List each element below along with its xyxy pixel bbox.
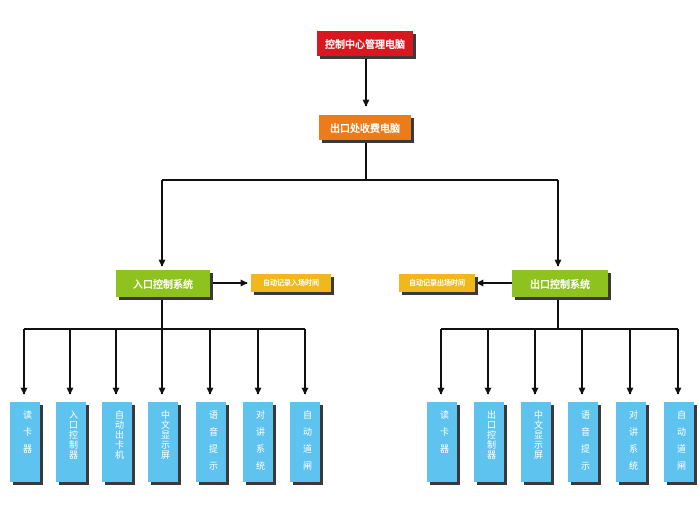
device-label: 读卡器 (20, 410, 31, 461)
exit-time-note-box: 自动记录出场时间 (399, 274, 475, 292)
left-device-box: 语音提示 (196, 402, 226, 482)
entry-control-system-box: 入口控制系统 (116, 270, 210, 297)
exit-fee-computer-box: 出口处收费电脑 (319, 115, 411, 140)
left-device-box: 自动道闸 (290, 402, 320, 482)
device-label: 自动道闸 (300, 410, 311, 478)
entry-time-note-box: 自动记录入场时间 (251, 274, 331, 292)
device-label: 入口控制器 (66, 410, 77, 460)
left-device-box: 入口控制器 (56, 402, 86, 482)
exit-control-system-box: 出口控制系统 (512, 270, 608, 297)
right-device-box: 中文显示屏 (521, 402, 551, 482)
right-device-box: 自动道闸 (664, 402, 694, 482)
device-label: 读卡器 (437, 410, 448, 461)
device-label: 出口控制器 (484, 410, 495, 460)
left-device-box: 中文显示屏 (148, 402, 178, 482)
right-device-box: 出口控制器 (474, 402, 504, 482)
right-device-box: 读卡器 (427, 402, 457, 482)
device-label: 语音提示 (578, 410, 589, 478)
left-device-box: 自动出卡机 (102, 402, 132, 482)
control-center-computer-box: 控制中心管理电脑 (317, 31, 413, 56)
left-device-box: 对讲系统 (243, 402, 273, 482)
device-label: 语音提示 (206, 410, 217, 478)
right-device-box: 对讲系统 (616, 402, 646, 482)
device-label: 自动出卡机 (112, 410, 123, 460)
device-label: 中文显示屏 (158, 410, 169, 460)
right-device-box: 语音提示 (568, 402, 598, 482)
left-device-box: 读卡器 (10, 402, 40, 482)
device-label: 自动道闸 (674, 410, 685, 478)
device-label: 对讲系统 (626, 410, 637, 478)
device-label: 对讲系统 (253, 410, 264, 478)
device-label: 中文显示屏 (531, 410, 542, 460)
